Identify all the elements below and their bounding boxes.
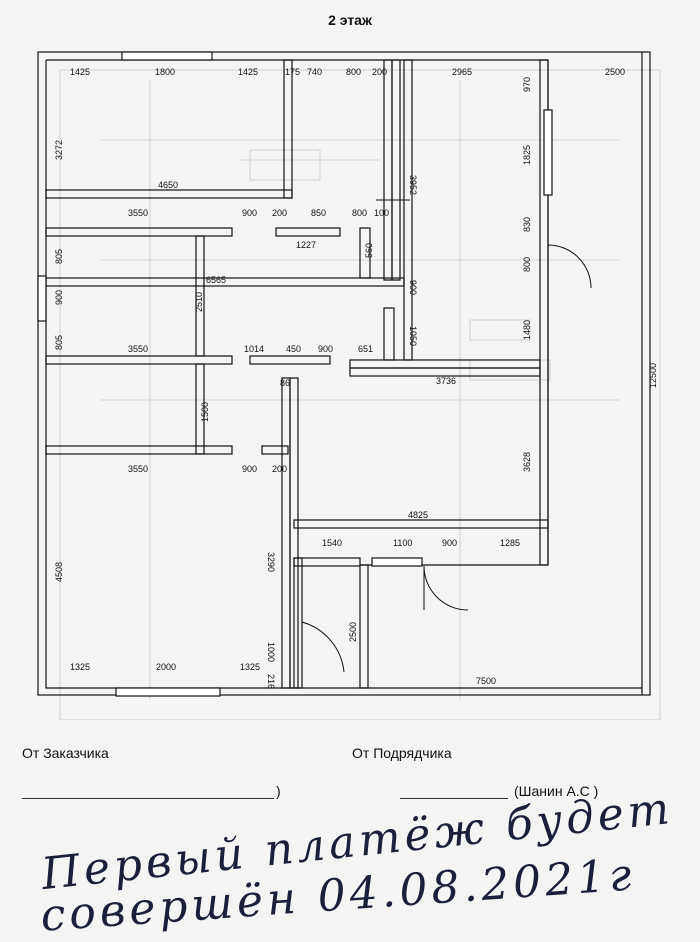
background-sketch <box>59 69 661 720</box>
dim-2500-top: 2500 <box>605 67 625 77</box>
dim-216: 216 <box>266 674 276 689</box>
dim-1050: 1050 <box>408 326 418 346</box>
dim-3290: 3290 <box>266 552 276 572</box>
dim-900-a: 900 <box>242 208 257 218</box>
dim-830: 830 <box>522 217 532 232</box>
customer-signature-line <box>22 798 274 799</box>
dim-1500: 1500 <box>200 402 210 422</box>
dim-7500: 7500 <box>476 676 496 686</box>
contractor-name: (Шанин А.С ) <box>514 783 599 799</box>
contractor-signature-line <box>400 798 508 799</box>
dim-1227: 1227 <box>296 240 316 250</box>
contractor-label: От Подрядчика <box>352 745 452 761</box>
dim-3550-a: 3550 <box>128 208 148 218</box>
dim-560: 560 <box>364 243 374 258</box>
dim-3550-c: 3550 <box>128 464 148 474</box>
dim-900-vertical: 900 <box>408 280 418 295</box>
walls <box>37 51 651 697</box>
dim-100: 100 <box>374 208 389 218</box>
dim-900-d: 900 <box>442 538 457 548</box>
dim-800-mid: 800 <box>352 208 367 218</box>
dim-800-top: 800 <box>346 67 361 77</box>
dim-1014: 1014 <box>244 344 264 354</box>
dim-2000: 2000 <box>156 662 176 672</box>
dim-651: 651 <box>358 344 373 354</box>
dim-1480: 1480 <box>522 320 532 340</box>
doors <box>301 199 592 680</box>
dim-2500-vertical: 2500 <box>348 622 358 642</box>
customer-label: От Заказчика <box>22 745 109 761</box>
dim-850: 850 <box>311 208 326 218</box>
dim-740: 740 <box>307 67 322 77</box>
dim-1325-b: 1325 <box>240 662 260 672</box>
dim-1000: 1000 <box>266 642 276 662</box>
dim-970: 970 <box>522 77 532 92</box>
dim-3550-b: 3550 <box>128 344 148 354</box>
dim-805-b: 805 <box>54 335 64 350</box>
dim-1100: 1100 <box>393 538 412 548</box>
dim-4825: 4825 <box>408 510 428 520</box>
dim-4650: 4650 <box>158 180 178 190</box>
floor-title: 2 этаж <box>328 12 372 28</box>
dim-1800: 1800 <box>155 67 175 77</box>
dim-3628: 3628 <box>522 452 532 472</box>
dim-86: 86 <box>280 378 290 388</box>
dim-200-top: 200 <box>372 67 387 77</box>
customer-closing-paren: ) <box>276 783 281 799</box>
floor-plan: 1425 1800 1425 175 740 800 200 2965 2500… <box>37 51 661 720</box>
dimension-labels: 1425 1800 1425 175 740 800 200 2965 2500… <box>54 67 658 689</box>
dim-12500: 12500 <box>648 363 658 388</box>
dim-1325-a: 1325 <box>70 662 90 672</box>
dim-3736: 3736 <box>436 376 456 386</box>
dim-200-c: 200 <box>272 464 287 474</box>
dim-175: 175 <box>285 67 300 77</box>
dim-900-b: 900 <box>318 344 333 354</box>
dim-1425-a: 1425 <box>70 67 90 77</box>
dim-800-right: 800 <box>522 257 532 272</box>
dim-6565: 6565 <box>206 275 226 285</box>
dim-1540: 1540 <box>322 538 342 548</box>
dim-3952: 3952 <box>408 175 418 195</box>
dim-1425-b: 1425 <box>238 67 258 77</box>
dim-900-left: 900 <box>54 290 64 305</box>
dim-2965: 2965 <box>452 67 472 77</box>
dim-4508: 4508 <box>54 562 64 582</box>
dim-1285: 1285 <box>500 538 520 548</box>
dim-450: 450 <box>286 344 301 354</box>
dim-2510: 2510 <box>194 292 204 312</box>
dim-900-c: 900 <box>242 464 257 474</box>
dim-805-a: 805 <box>54 249 64 264</box>
dim-1825: 1825 <box>522 145 532 165</box>
dim-3272: 3272 <box>54 140 64 160</box>
dim-200-a: 200 <box>272 208 287 218</box>
